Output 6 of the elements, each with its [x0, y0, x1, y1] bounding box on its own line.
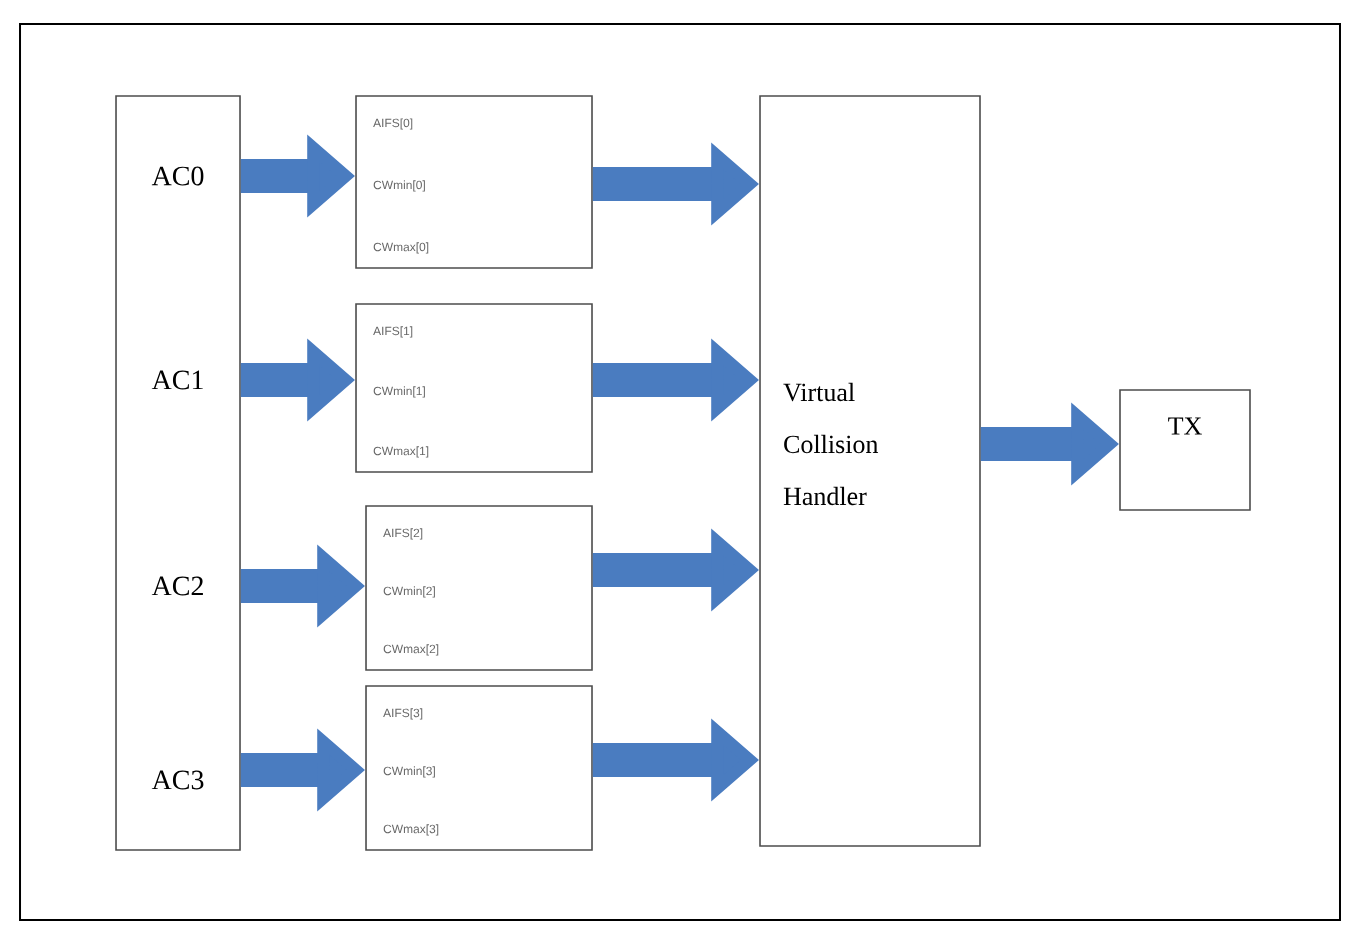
channel-label: AC1 — [151, 370, 203, 390]
channel-label: AC3 — [151, 770, 204, 790]
node-label: TX — [1168, 417, 1202, 435]
node-label: Virtual Collision Handler — [783, 382, 879, 506]
channel-label: AC0 — [151, 166, 204, 186]
channel-label: AC2 — [151, 576, 203, 596]
